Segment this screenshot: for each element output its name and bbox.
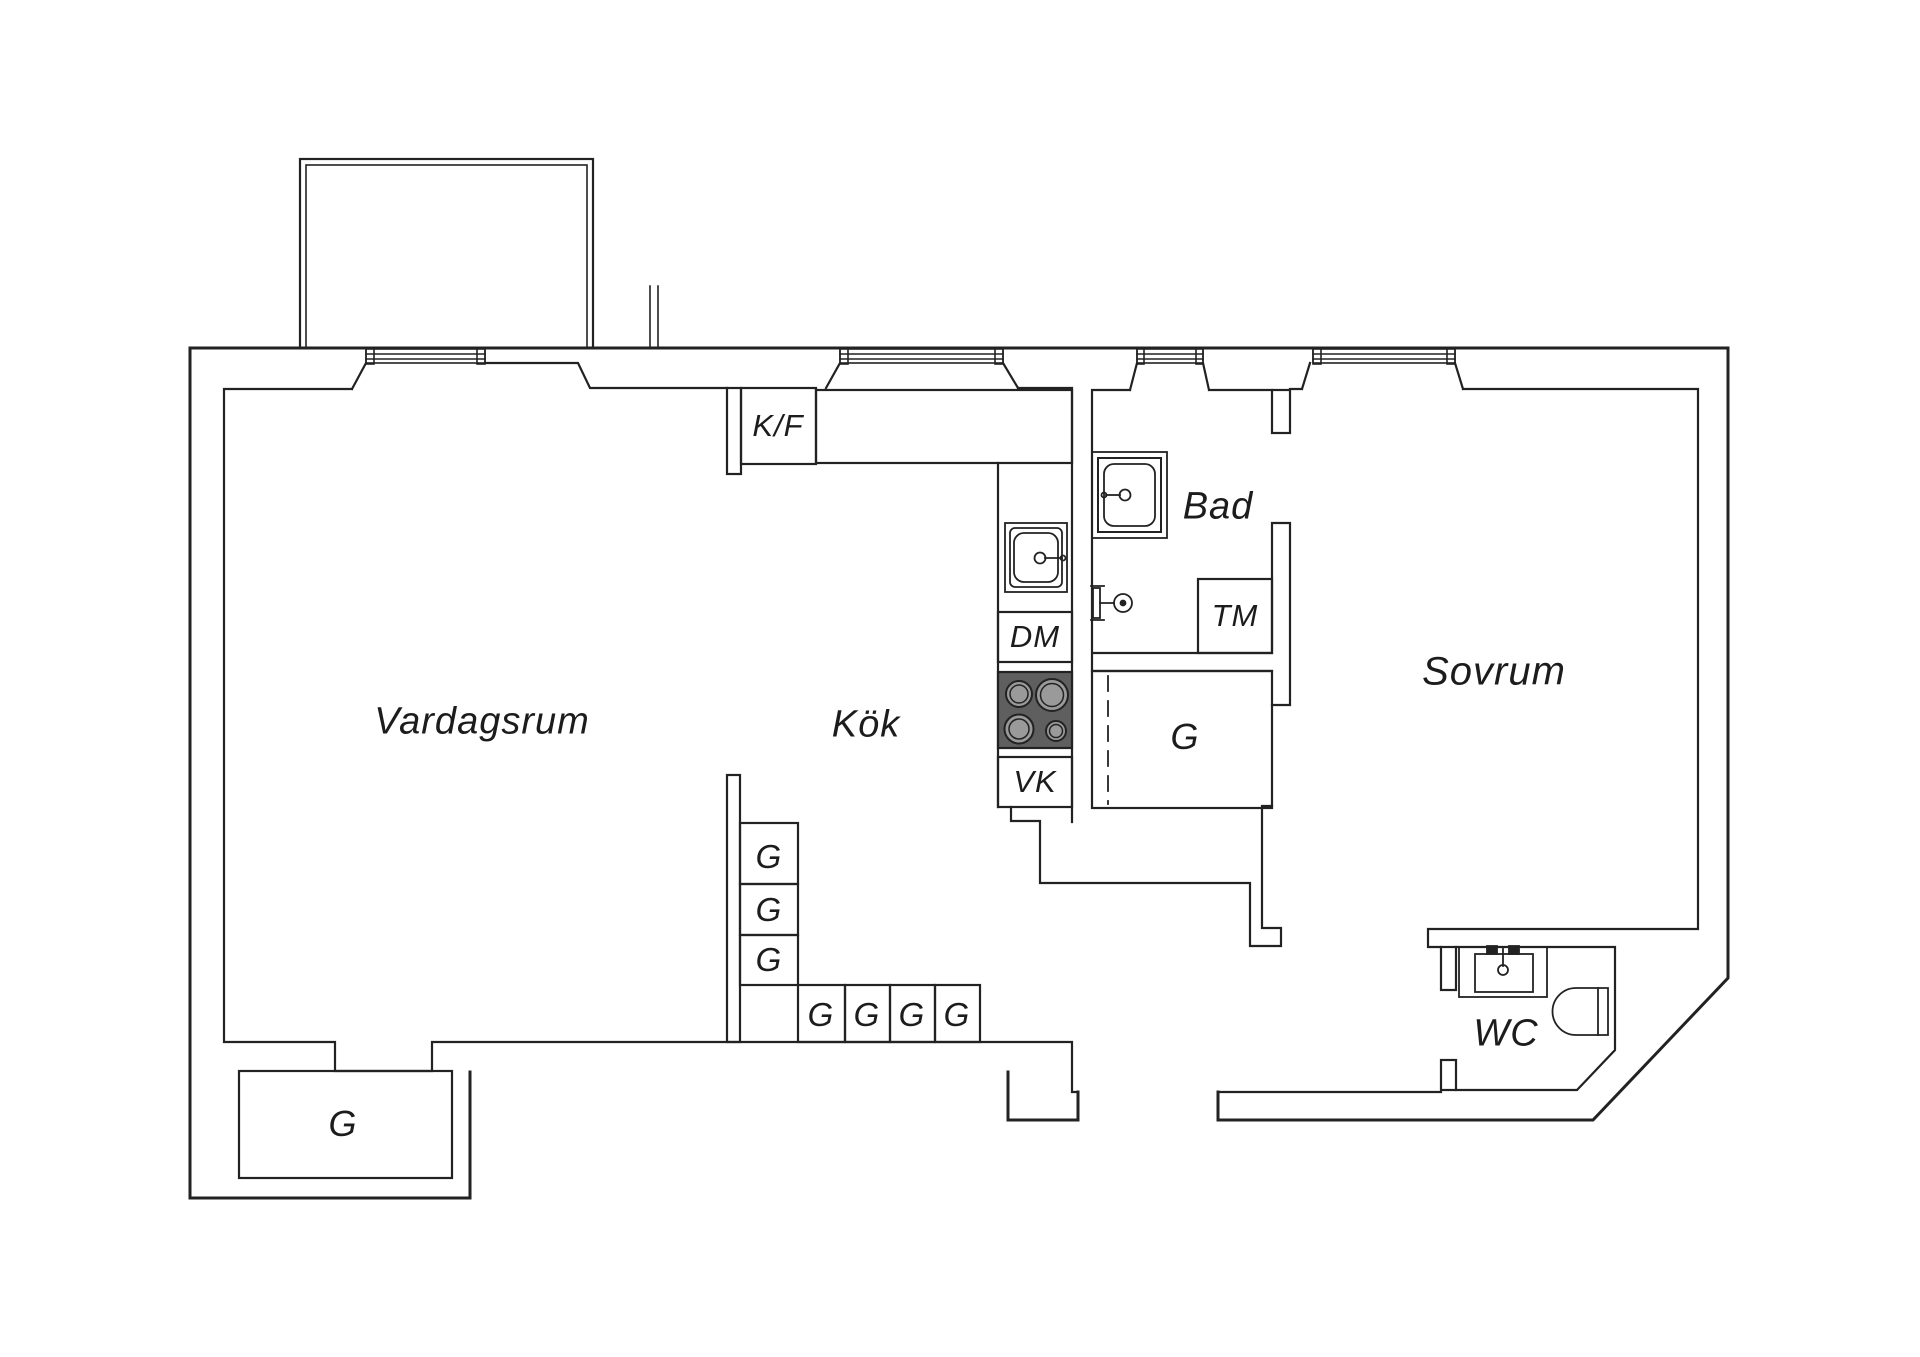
closet-label-hall: G bbox=[1170, 716, 1200, 757]
appliance-label-washing-machine: TM bbox=[1211, 598, 1259, 633]
wardrobe-label-col-2: G bbox=[755, 891, 783, 928]
wardrobe-label-row-1: G bbox=[807, 996, 835, 1033]
wall-stub-top bbox=[725, 386, 743, 476]
appliance-label-water-heater: VK bbox=[1013, 764, 1057, 799]
room-label-living: Vardagsrum bbox=[374, 700, 590, 743]
bedroom-window bbox=[1312, 347, 1456, 365]
balcony bbox=[298, 157, 595, 350]
wc-door-pillar-bottom bbox=[1439, 1058, 1458, 1092]
wardrobe-label-row-3: G bbox=[898, 996, 926, 1033]
bath-tap-symbol bbox=[1090, 585, 1133, 621]
kitchen-window bbox=[839, 347, 1004, 365]
balcony-door-window bbox=[365, 347, 486, 365]
bathroom-window bbox=[1136, 347, 1204, 365]
wardrobe-label-row-2: G bbox=[853, 996, 881, 1033]
kitchen-sink-symbol bbox=[1004, 522, 1068, 593]
bathroom-sink-symbol bbox=[1091, 451, 1168, 539]
room-label-bathroom: Bad bbox=[1182, 485, 1254, 528]
kitchen-counter bbox=[814, 388, 1074, 465]
washing-machine-box bbox=[1196, 577, 1274, 655]
hall-closet-box bbox=[1090, 669, 1274, 810]
facade-divider bbox=[649, 285, 659, 348]
wardrobe-label-row-4: G bbox=[943, 996, 971, 1033]
stove-symbol bbox=[996, 670, 1074, 750]
wardrobe-column-boxes bbox=[738, 821, 800, 987]
wardrobe-row-boxes bbox=[796, 983, 982, 1044]
wall-stub-bottom bbox=[725, 773, 742, 1044]
wardrobe-label-col-1: G bbox=[755, 838, 783, 875]
wc-door-pillar-top bbox=[1439, 945, 1458, 992]
outer-wall bbox=[188, 346, 1730, 1200]
appliance-label-dishwasher: DM bbox=[1009, 619, 1061, 654]
storage-room-box bbox=[237, 1069, 454, 1180]
room-label-bedroom: Sovrum bbox=[1422, 649, 1566, 694]
wc-sink-symbol bbox=[1458, 945, 1548, 998]
dishwasher-box bbox=[996, 610, 1074, 664]
appliance-label-fridge-freezer: K/F bbox=[752, 408, 804, 443]
room-label-kitchen: Kök bbox=[831, 703, 901, 746]
closet-label-storage: G bbox=[328, 1103, 358, 1144]
bath-door-pillar bbox=[1270, 388, 1292, 435]
wc-toilet-symbol bbox=[1551, 987, 1609, 1036]
water-heater-box bbox=[996, 755, 1074, 809]
room-label-wc: WC bbox=[1473, 1012, 1539, 1055]
wardrobe-label-col-3: G bbox=[755, 941, 783, 978]
